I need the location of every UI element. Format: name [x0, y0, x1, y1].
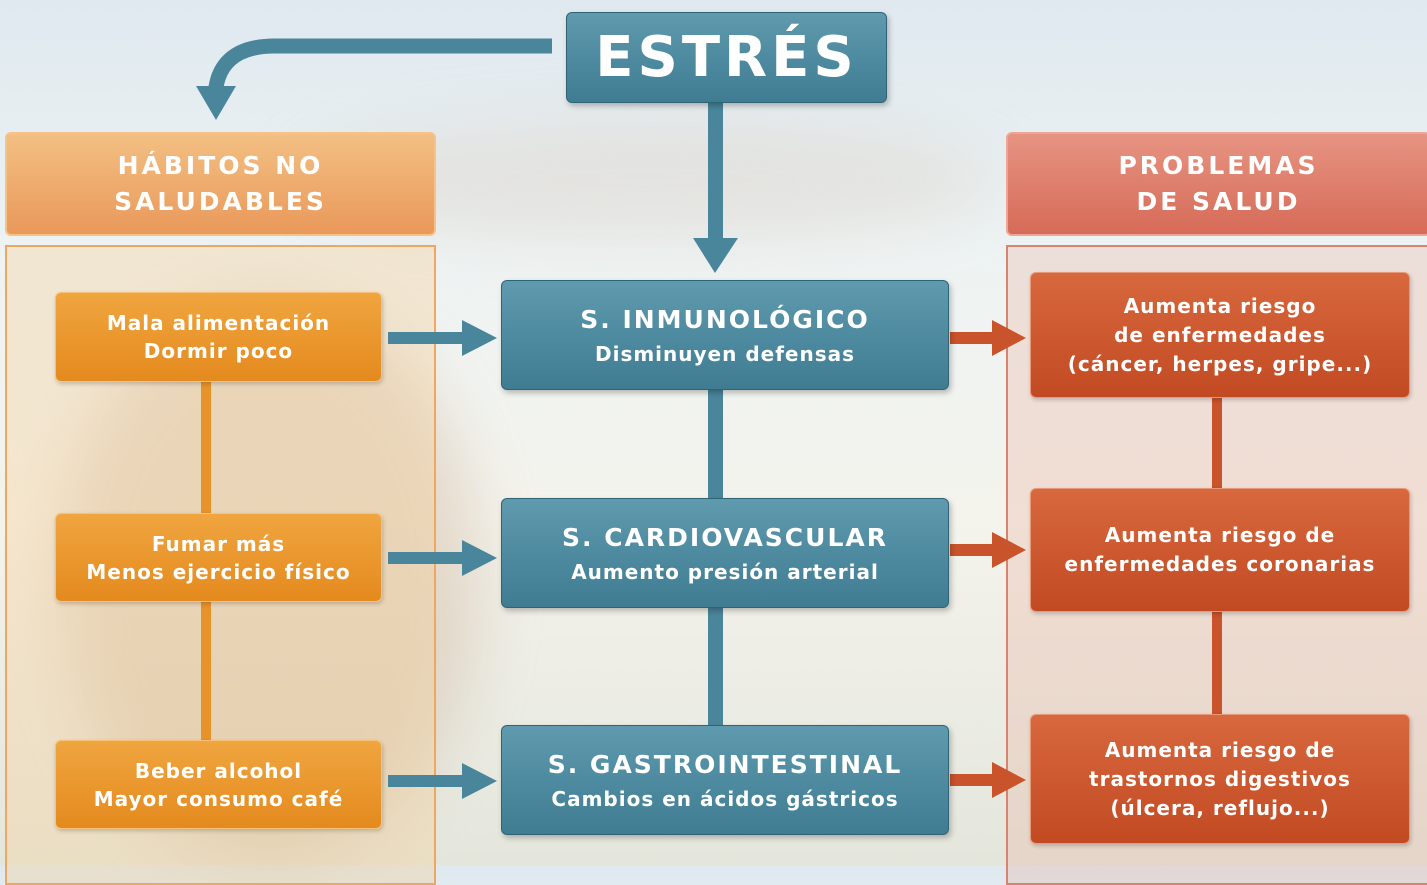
system-name: S. INMUNOLÓGICO — [580, 305, 870, 335]
habits-header-line1: HÁBITOS NO — [117, 150, 324, 180]
problems-header-line1: PROBLEMAS — [1118, 150, 1319, 180]
horizontal-arrow — [950, 774, 995, 786]
problem-line1: Aumenta riesgo de — [1104, 737, 1336, 762]
vertical-connector — [201, 602, 211, 740]
vertical-connector — [201, 382, 211, 514]
horizontal-arrow — [388, 775, 468, 787]
habit-box: Mala alimentación Dormir poco — [55, 292, 382, 382]
arrowhead — [992, 762, 1026, 798]
system-name: S. CARDIOVASCULAR — [562, 523, 888, 553]
problem-line3: (úlcera, reflujo...) — [1110, 795, 1330, 820]
problem-box: Aumenta riesgo de enfermedades coronaria… — [1030, 488, 1410, 612]
problem-box: Aumenta riesgo de trastornos digestivos … — [1030, 714, 1410, 844]
vertical-connector — [708, 607, 723, 725]
problem-line2: enfermedades coronarias — [1064, 552, 1376, 576]
curved-arrow — [207, 38, 552, 101]
problem-box: Aumenta riesgo de enfermedades (cáncer, … — [1030, 272, 1410, 398]
stress-title: ESTRÉS — [595, 25, 858, 90]
problem-line2: trastornos digestivos — [1089, 766, 1351, 791]
arrowhead — [462, 320, 497, 356]
problem-line1: Aumenta riesgo — [1123, 293, 1317, 318]
system-box: S. INMUNOLÓGICO Disminuyen defensas — [501, 280, 949, 390]
problem-line3: (cáncer, herpes, gripe...) — [1067, 351, 1373, 376]
habit-line1: Beber alcohol — [134, 758, 303, 783]
arrowhead — [462, 540, 497, 576]
habit-box: Fumar más Menos ejercicio físico — [55, 513, 382, 602]
system-box: S. GASTROINTESTINAL Cambios en ácidos gá… — [501, 725, 949, 835]
system-effect: Disminuyen defensas — [594, 341, 856, 366]
arrowhead — [992, 320, 1026, 356]
connector-arrows — [196, 38, 1222, 799]
problem-line2: de enfermedades — [1114, 322, 1326, 347]
horizontal-arrow — [388, 552, 468, 564]
vertical-connector — [1212, 398, 1222, 488]
habits-header: HÁBITOS NO SALUDABLES — [5, 132, 436, 236]
horizontal-arrow — [950, 332, 995, 344]
system-name: S. GASTROINTESTINAL — [547, 750, 903, 780]
habit-line2: Mayor consumo café — [93, 786, 344, 811]
habits-header-line2: SALUDABLES — [114, 187, 327, 216]
system-effect: Cambios en ácidos gástricos — [551, 786, 899, 811]
problem-line1: Aumenta riesgo de — [1104, 523, 1336, 547]
vertical-connector — [1212, 612, 1222, 714]
vertical-connector — [708, 388, 723, 498]
habit-box: Beber alcohol Mayor consumo café — [55, 740, 382, 829]
arrowhead — [196, 86, 236, 120]
habit-line1: Fumar más — [151, 531, 286, 556]
habit-line2: Dormir poco — [143, 339, 294, 363]
horizontal-arrow — [950, 544, 995, 556]
arrowhead — [693, 238, 738, 273]
problems-header: PROBLEMAS DE SALUD — [1006, 132, 1427, 236]
problems-header-line2: DE SALUD — [1136, 187, 1301, 216]
horizontal-arrow — [388, 332, 468, 344]
system-box: S. CARDIOVASCULAR Aumento presión arteri… — [501, 498, 949, 608]
system-effect: Aumento presión arterial — [571, 559, 879, 584]
arrowhead — [462, 763, 497, 799]
habit-line1: Mala alimentación — [106, 311, 331, 335]
habit-line2: Menos ejercicio físico — [86, 559, 351, 584]
stress-title-box: ESTRÉS — [566, 12, 887, 103]
vertical-connector — [708, 103, 723, 243]
arrowhead — [992, 532, 1026, 568]
